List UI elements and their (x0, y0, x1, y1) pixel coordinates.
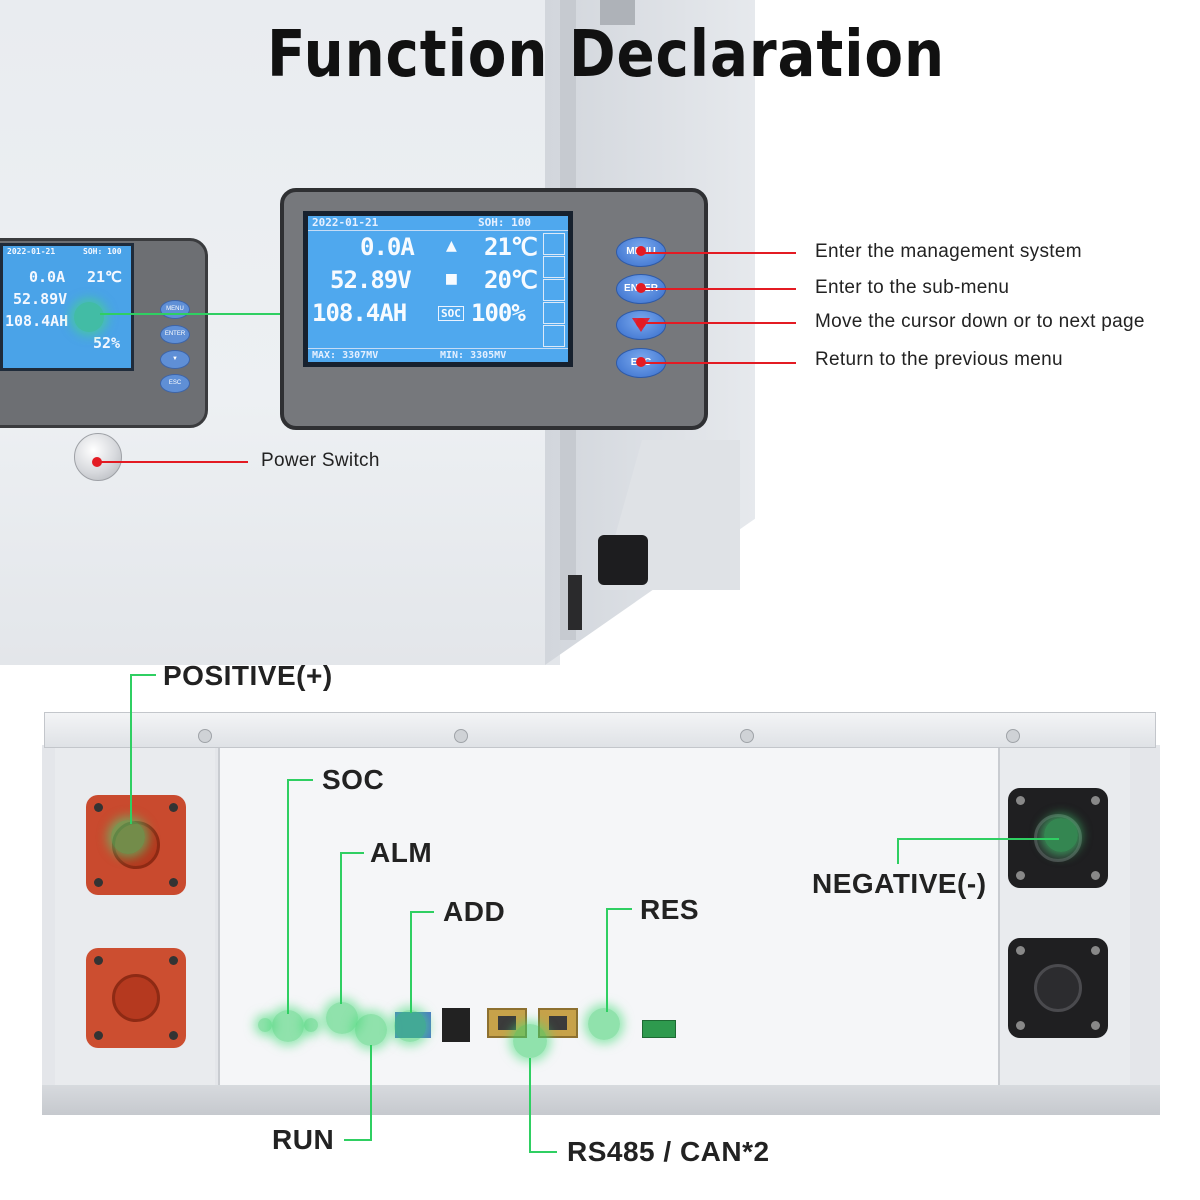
small-lcd-screen: 2022-01-21 SOH: 100 0.0A 21℃ 52.89V 108.… (0, 243, 134, 371)
res-indicator (588, 1008, 620, 1040)
terminal-block[interactable] (642, 1020, 676, 1038)
add-label: ADD (443, 896, 506, 927)
power-switch-line (100, 461, 248, 463)
lcd-voltage: 52.89V (330, 266, 412, 294)
cabinet-foot (568, 575, 582, 630)
comm-leader (529, 1058, 531, 1153)
cabinet-bracket (600, 0, 635, 25)
small-lcd-soh: SOH: 100 (83, 247, 122, 256)
add-leader (410, 911, 412, 1013)
alm-leader (340, 852, 364, 854)
small-down-button[interactable]: ▼ (160, 350, 190, 369)
zoom-connector-line (100, 313, 285, 315)
lcd-date: 2022-01-21 (312, 216, 379, 229)
small-menu-button[interactable]: MENU (160, 300, 190, 319)
add-leader (410, 911, 434, 913)
small-lcd-temp: 21℃ (87, 268, 122, 286)
page-title: Function Declaration (267, 18, 945, 92)
dip-switch-port[interactable] (442, 1008, 470, 1042)
res-leader (606, 908, 608, 1012)
battery-top-rail (44, 712, 1156, 748)
alm-indicator (326, 1002, 358, 1034)
res-label: RES (640, 894, 700, 925)
small-lcd-current: 0.0A (29, 268, 66, 286)
lcd-max: MAX: 3307MV (312, 350, 379, 361)
screw (198, 729, 212, 743)
alm-leader (340, 852, 342, 1004)
positive-leader (130, 674, 156, 676)
positive-indicator (111, 820, 145, 854)
power-switch-marker (92, 457, 102, 467)
esc-callout-line (644, 362, 796, 364)
small-lcd-date: 2022-01-21 (7, 247, 56, 256)
menu-callout: Enter the management system (815, 241, 1082, 262)
soc-indicator (272, 1010, 304, 1042)
screw (740, 729, 754, 743)
cabinet-foot (598, 535, 648, 585)
run-leader (370, 1045, 372, 1141)
lcd-temp-1: 21℃ (484, 233, 538, 261)
positive-terminal-2[interactable] (86, 948, 186, 1048)
alm-label: ALM (370, 837, 433, 868)
down-marker (636, 318, 646, 328)
negative-terminal-2[interactable] (1008, 938, 1108, 1038)
positive-leader (130, 674, 132, 824)
negative-indicator (1044, 818, 1078, 852)
run-label: RUN (272, 1124, 335, 1155)
led (304, 1018, 318, 1032)
lcd-min: MIN: 3305MV (440, 350, 507, 361)
soc-leader (287, 779, 289, 1014)
lcd-soh: SOH: 100 (478, 216, 531, 229)
small-enter-button[interactable]: ENTER (160, 325, 190, 344)
comm-indicator (513, 1024, 547, 1058)
soc-label: SOC (322, 764, 385, 795)
lcd-current: 0.0A (360, 233, 415, 261)
led (258, 1018, 272, 1032)
negative-leader (897, 838, 1059, 840)
small-lcd-capacity: 108.4AH (5, 312, 69, 330)
down-callout: Move the cursor down or to next page (815, 311, 1145, 332)
menu-callout-line (644, 252, 796, 254)
lcd-soc-tag: SOC (438, 306, 464, 321)
menu-marker (636, 246, 646, 256)
down-callout-line (644, 322, 796, 324)
enter-callout-line (644, 288, 796, 290)
esc-marker (636, 357, 646, 367)
small-lcd-soc: 52% (93, 334, 121, 352)
soc-leader (287, 779, 313, 781)
small-esc-button[interactable]: ESC (160, 374, 190, 393)
lcd-cell-bars (543, 233, 565, 348)
lcd-temp-2: 20℃ (484, 266, 538, 294)
res-leader (606, 908, 632, 910)
negative-leader (897, 838, 899, 864)
lcd-battery-icon: ■ (446, 268, 457, 289)
positive-label: POSITIVE(+) (163, 660, 333, 691)
battery-bottom-rail (42, 1085, 1160, 1115)
lcd-header-row: 2022-01-21 SOH: 100 (308, 216, 568, 231)
lcd-footer-row: MAX: 3307MV MIN: 3305MV (308, 348, 568, 362)
negative-label: NEGATIVE(-) (812, 868, 987, 899)
lcd-soc-value: 100% (471, 299, 526, 327)
comm-leader (529, 1151, 557, 1153)
small-lcd-voltage: 52.89V (13, 290, 68, 308)
enter-callout: Enter to the sub-menu (815, 277, 1010, 298)
esc-callout: Return to the previous menu (815, 349, 1063, 370)
lcd-screen: 2022-01-21 SOH: 100 0.0A ▲ 21℃ 52.89V ■ … (303, 211, 573, 367)
lcd-capacity: 108.4AH (312, 299, 407, 327)
power-switch-button[interactable] (74, 433, 122, 481)
power-switch-label: Power Switch (261, 450, 380, 471)
comm-label: RS485 / CAN*2 (567, 1136, 770, 1167)
screw (454, 729, 468, 743)
enter-marker (636, 283, 646, 293)
screw (1006, 729, 1020, 743)
run-indicator (355, 1014, 387, 1046)
battery-front-panel (218, 748, 1000, 1106)
lcd-battery-icon: ▲ (446, 235, 457, 256)
add-indicator (394, 1010, 426, 1042)
run-leader (344, 1139, 372, 1141)
screen-indicator-dot (74, 302, 104, 332)
